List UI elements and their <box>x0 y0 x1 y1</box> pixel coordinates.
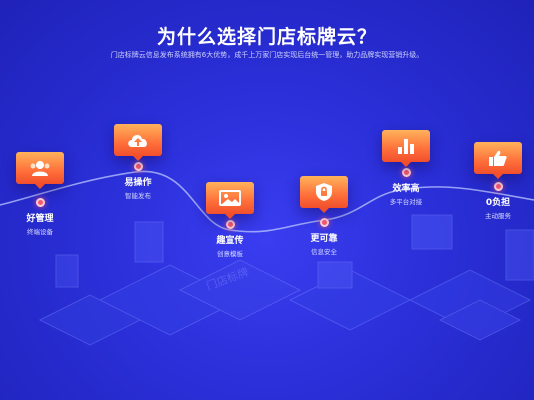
feature-desc: 智能发布 <box>125 192 151 200</box>
feature-desc: 主动服务 <box>485 212 511 220</box>
feature-manage[interactable]: 好管理 终端设备 <box>0 152 80 236</box>
page-subtitle: 门店标牌云信息发布系统拥有6大优势，成千上万家门店实现后台统一管理，助力品牌实现… <box>110 51 424 59</box>
feature-no-burden[interactable]: 0负担 主动服务 <box>458 142 534 220</box>
feature-card <box>16 152 64 189</box>
feature-card <box>474 142 522 179</box>
node-dot <box>35 198 45 207</box>
feature-card <box>114 124 162 161</box>
feature-desc: 终端设备 <box>27 228 53 236</box>
feature-name: 更可靠 <box>310 234 338 244</box>
feature-name: 0负担 <box>485 198 511 208</box>
feature-card <box>206 182 254 219</box>
thumbs-up-icon <box>489 150 507 166</box>
node-dot <box>401 168 411 177</box>
node-dot <box>319 218 329 227</box>
feature-card <box>300 176 348 213</box>
bar-chart-icon <box>398 139 414 154</box>
node-dot <box>225 220 235 229</box>
feature-operate[interactable]: 易操作 智能发布 <box>98 124 178 200</box>
feature-efficient[interactable]: 效率高 多平台对接 <box>366 130 446 206</box>
feature-name: 效率高 <box>392 184 420 194</box>
feature-desc: 创意模板 <box>217 250 243 258</box>
page-title: 为什么选择门店标牌云？ <box>156 26 377 48</box>
feature-promote[interactable]: 趣宣传 创意模板 <box>190 182 270 258</box>
feature-card <box>382 130 430 167</box>
node-dot <box>493 182 503 191</box>
node-dot <box>133 162 143 171</box>
shield-lock-icon <box>316 183 332 201</box>
feature-name: 趣宣传 <box>216 236 244 246</box>
feature-desc: 信息安全 <box>311 248 337 256</box>
cloud-upload-icon <box>128 134 147 147</box>
feature-desc: 多平台对接 <box>389 198 423 206</box>
feature-reliable[interactable]: 更可靠 信息安全 <box>284 176 364 256</box>
feature-name: 易操作 <box>124 178 152 188</box>
image-icon <box>219 190 241 206</box>
feature-name: 好管理 <box>26 214 54 224</box>
users-icon <box>30 161 50 176</box>
